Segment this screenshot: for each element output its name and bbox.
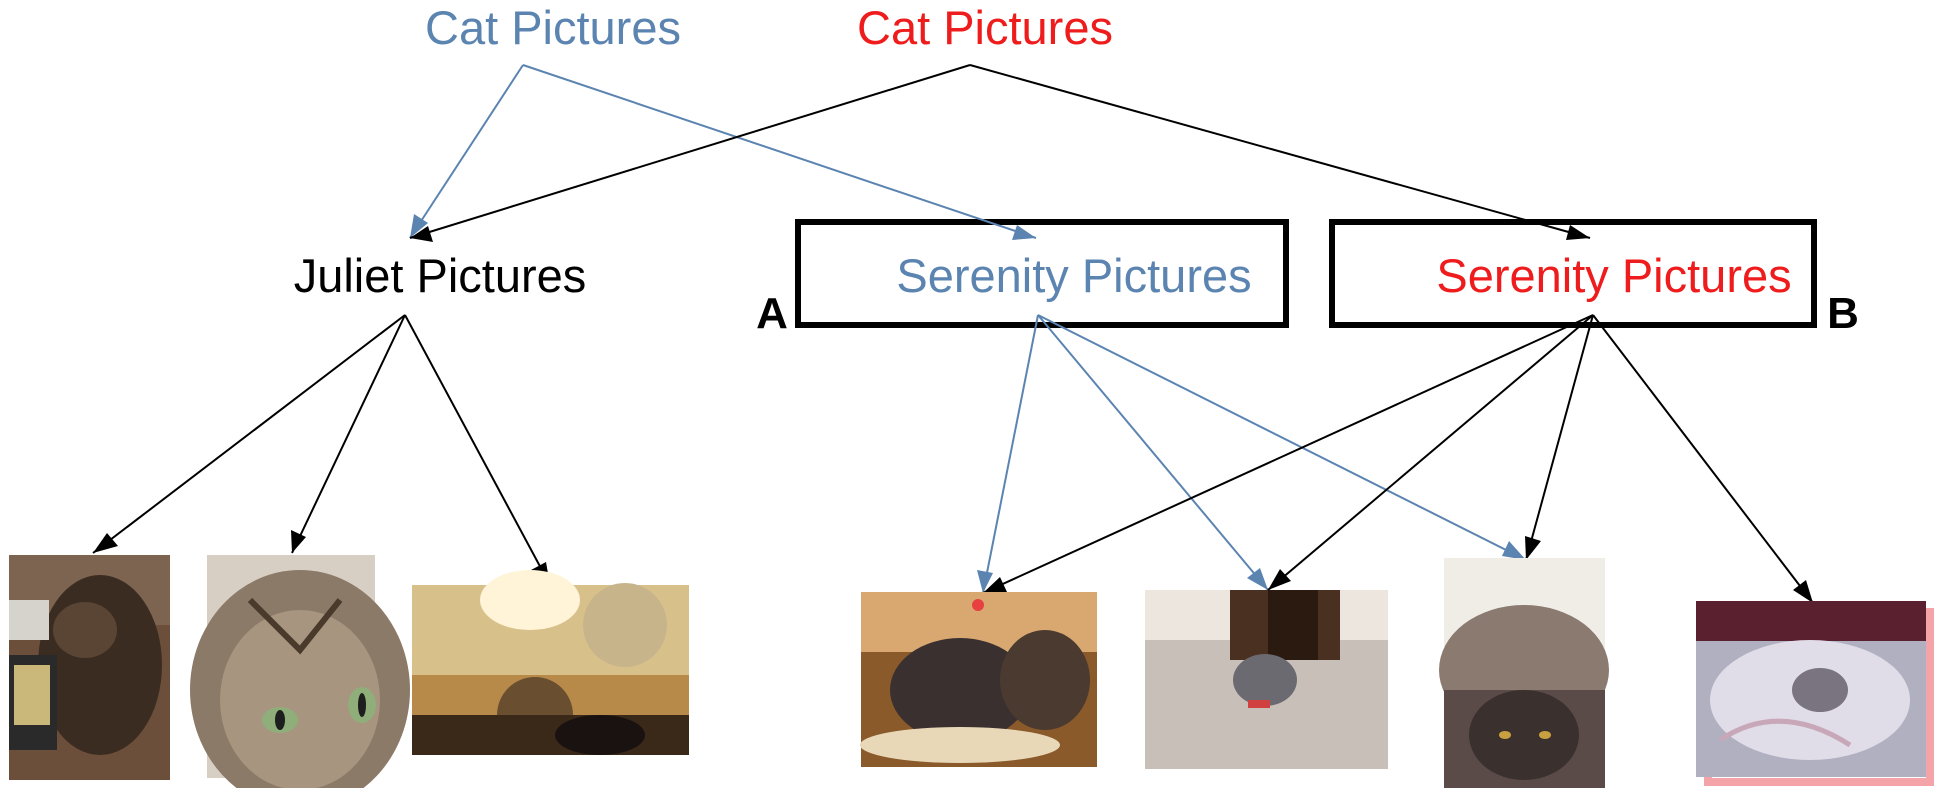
marker-a: A (756, 289, 788, 338)
cat-photo-3 (412, 570, 689, 755)
edges-serenity-blue (982, 314, 1527, 594)
serenity-pictures-red-label: Serenity Pictures (1436, 249, 1791, 302)
cat-photo-6 (1439, 558, 1609, 788)
marker-b: B (1827, 289, 1859, 338)
arrowheads-red-cat (410, 225, 1590, 242)
serenity-blue-box (795, 219, 1289, 328)
arrowheads-blue-cat (410, 214, 1036, 240)
cat-pictures-red-label: Cat Pictures (857, 1, 1113, 54)
arrowheads-serenity-blue (977, 541, 1526, 593)
cat-photo-1 (9, 555, 170, 780)
edges-serenity-red (982, 314, 1814, 604)
cat-photo-4 (860, 592, 1097, 767)
edges-juliet (92, 314, 551, 586)
cat-photo-2 (190, 555, 410, 788)
serenity-pictures-blue-label: Serenity Pictures (896, 249, 1251, 302)
cat-photo-5 (1145, 590, 1388, 769)
edges-red-cat (409, 64, 1591, 239)
edges-blue-cat (409, 64, 1037, 239)
cat-pictures-blue-label: Cat Pictures (425, 1, 681, 54)
arrowheads-serenity-red (983, 536, 1813, 603)
juliet-pictures-label: Juliet Pictures (294, 249, 587, 302)
cat-photo-7 (1696, 601, 1934, 786)
